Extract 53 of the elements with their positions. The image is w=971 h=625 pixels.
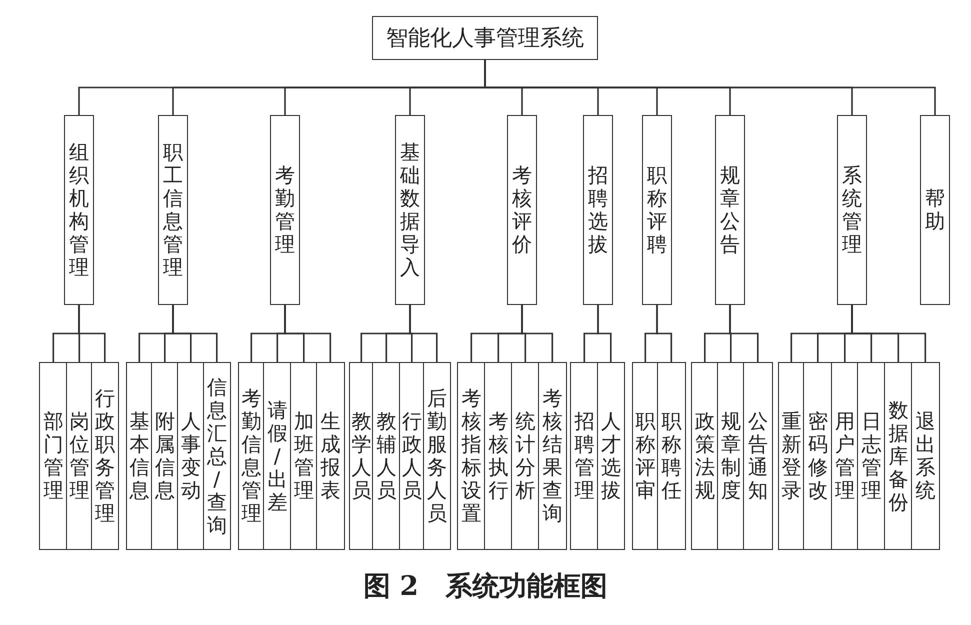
- connector-line: [851, 305, 926, 362]
- function-box: 用户管理: [831, 362, 859, 550]
- connector-line: [656, 305, 672, 362]
- function-box: 职工信息管理: [158, 115, 188, 305]
- function-box: 招聘选拔: [583, 115, 613, 305]
- function-box: 重新登录: [778, 362, 805, 550]
- function-box: 考勤管理: [270, 115, 300, 305]
- function-box: 招聘管理: [570, 362, 599, 550]
- function-box: 密码修改: [803, 362, 833, 550]
- function-box: 教辅人员: [372, 362, 401, 550]
- function-box: 考核指标设置: [457, 362, 486, 550]
- function-box: 日志管理: [857, 362, 886, 550]
- function-box: 规章制度: [717, 362, 745, 550]
- connector-line: [172, 305, 218, 362]
- function-box: 组织机构管理: [64, 115, 94, 305]
- function-box: 人才选拔: [597, 362, 625, 550]
- function-box: 教学人员: [349, 362, 374, 550]
- function-box: 考勤信息管理: [238, 362, 265, 550]
- connector-line: [521, 305, 554, 362]
- figure-caption: 图 2 系统功能框图: [362, 570, 609, 604]
- function-box: 统计分析: [511, 362, 540, 550]
- function-box: 职称评审: [632, 362, 659, 550]
- function-box: 考核结果查询: [538, 362, 567, 550]
- function-box: 附属信息: [151, 362, 179, 550]
- function-box: 生成报表: [316, 362, 345, 550]
- function-box: 后勤服务人员: [423, 362, 451, 550]
- function-box: 请假/出差: [263, 362, 292, 550]
- function-box: 系统管理: [837, 115, 867, 305]
- connector-line: [409, 305, 438, 362]
- function-box: 部门管理: [39, 362, 68, 550]
- function-box: 职称评聘: [642, 115, 672, 305]
- connector-line: [597, 305, 612, 362]
- function-box: 政策法规: [691, 362, 719, 550]
- function-box: 岗位管理: [66, 362, 93, 550]
- function-box: 帮助: [920, 115, 950, 305]
- function-box: 公告通知: [743, 362, 773, 550]
- function-box: 加班管理: [290, 362, 318, 550]
- function-box: 基本信息: [126, 362, 153, 550]
- connector-line: [78, 305, 106, 362]
- function-box: 考核执行: [484, 362, 513, 550]
- function-box: 规章公告: [715, 115, 745, 305]
- function-box: 信息汇总/查询: [203, 362, 231, 550]
- function-box: 考核评价: [507, 115, 537, 305]
- function-box: 人事变动: [177, 362, 205, 550]
- function-box: 行政人员: [399, 362, 425, 550]
- function-box: 行政职务管理: [91, 362, 119, 550]
- function-box: 基础数据导入: [395, 115, 425, 305]
- function-box: 职称聘任: [657, 362, 686, 550]
- connector-line: [729, 305, 759, 362]
- connector-line: [284, 305, 332, 362]
- function-box: 退出系统: [911, 362, 940, 550]
- function-box: 智能化人事管理系统: [372, 16, 598, 60]
- function-box: 数据库备份: [884, 362, 913, 550]
